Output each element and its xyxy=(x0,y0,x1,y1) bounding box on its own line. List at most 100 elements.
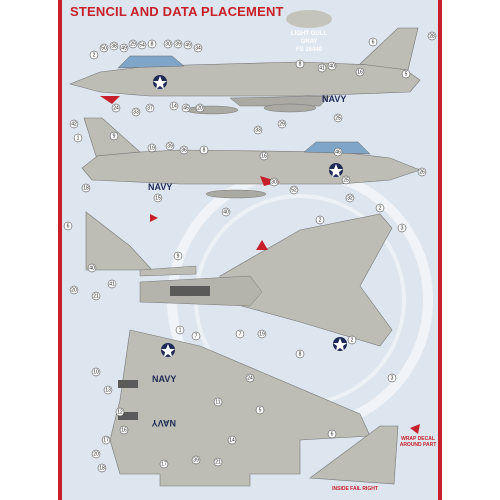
callout-number: 3 xyxy=(391,375,394,381)
callout-marker: 52 xyxy=(289,185,299,195)
callout-number: 2 xyxy=(93,52,96,58)
callout-marker: 26 xyxy=(417,167,427,177)
callout-circle xyxy=(73,133,83,143)
callout-number: 39 xyxy=(193,457,199,463)
callout-number: 20 xyxy=(197,105,203,111)
callout-circle xyxy=(327,61,337,71)
callout-number: 16 xyxy=(261,153,267,159)
callout-circle xyxy=(147,143,157,153)
engine-intake xyxy=(118,412,138,420)
callout-marker: 1 xyxy=(73,133,83,143)
callout-circle xyxy=(295,349,305,359)
insignia-star-icon xyxy=(153,76,167,89)
callout-circle xyxy=(387,373,397,383)
callout-number: 49 xyxy=(185,42,191,48)
callout-marker: 49 xyxy=(183,40,193,50)
callout-number: 50 xyxy=(101,45,107,51)
callout-marker: 15 xyxy=(153,193,163,203)
callout-circle xyxy=(119,425,129,435)
callout-number: 9 xyxy=(177,253,180,259)
callout-marker: 17 xyxy=(159,459,169,469)
callout-marker: 33 xyxy=(131,107,141,117)
callout-number: 14 xyxy=(229,437,235,443)
callout-marker: 20 xyxy=(91,449,101,459)
callout-number: 6 xyxy=(372,39,375,45)
callout-marker: 20 xyxy=(69,285,79,295)
callout-marker: 54 xyxy=(137,40,147,50)
callout-circle xyxy=(355,67,365,77)
callout-number: 17 xyxy=(161,461,167,467)
callout-number: 40 xyxy=(89,265,95,271)
callout-circle xyxy=(259,151,269,161)
callout-marker: 24 xyxy=(245,373,255,383)
inside-tail-fin xyxy=(309,425,399,485)
callout-number: 20 xyxy=(93,451,99,457)
callout-circle xyxy=(137,40,147,50)
callout-marker: 40 xyxy=(87,263,97,273)
fuel-tank xyxy=(205,189,267,199)
callout-number: 24 xyxy=(113,105,119,111)
callout-marker: 6 xyxy=(63,221,73,231)
callout-marker: 32 xyxy=(345,193,355,203)
callout-marker: 45 xyxy=(181,103,191,113)
callout-circle xyxy=(375,203,385,213)
callout-number: 25 xyxy=(335,115,341,121)
callout-circle xyxy=(345,193,355,203)
callout-circle xyxy=(253,125,263,135)
callout-circle xyxy=(199,145,209,155)
swatch-line-3: FS 16440 xyxy=(295,47,323,53)
callout-circle xyxy=(109,131,119,141)
callout-number: 41 xyxy=(109,281,115,287)
callout-number: 24 xyxy=(247,375,253,381)
callout-number: 40 xyxy=(223,209,229,215)
callout-number: 5 xyxy=(259,407,262,413)
callout-circle xyxy=(128,39,138,49)
bottom-view-aircraft xyxy=(139,213,393,351)
callout-number: 6 xyxy=(331,431,334,437)
callout-number: 38 xyxy=(111,43,117,49)
callout-number: 39 xyxy=(175,41,181,47)
callout-circle xyxy=(227,435,237,445)
callout-number: 45 xyxy=(183,105,189,111)
callout-circle xyxy=(213,397,223,407)
swatch-line-2: GRAY xyxy=(300,39,318,45)
callout-marker: 11 xyxy=(213,397,223,407)
callout-number: 16 xyxy=(357,69,363,75)
callout-circle xyxy=(119,43,129,53)
callout-circle xyxy=(103,385,113,395)
callout-number: 29 xyxy=(279,121,285,127)
callout-marker: 36 xyxy=(179,145,189,155)
callout-circle xyxy=(91,367,101,377)
callout-number: 14 xyxy=(171,103,177,109)
callout-circle xyxy=(191,331,201,341)
callout-circle xyxy=(97,463,107,473)
callout-number: 21 xyxy=(93,293,99,299)
callout-marker: 10 xyxy=(91,367,101,377)
callout-number: 18 xyxy=(99,465,105,471)
callout-circle xyxy=(87,263,97,273)
callout-number: 52 xyxy=(291,187,297,193)
arrow-marker-icon xyxy=(150,214,158,222)
callout-marker: 13 xyxy=(103,385,113,395)
callout-circle xyxy=(169,101,179,111)
callout-number: 6 xyxy=(67,223,70,229)
navy-marking: NAVY xyxy=(148,182,172,192)
callout-marker: 18 xyxy=(97,463,107,473)
callout-marker: 9 xyxy=(109,131,119,141)
callout-number: 18 xyxy=(83,185,89,191)
callout-circle xyxy=(245,373,255,383)
callout-marker: 16 xyxy=(119,425,129,435)
callout-number: 15 xyxy=(155,195,161,201)
navy-marking: NAVY xyxy=(152,374,176,384)
callout-circle xyxy=(163,39,173,49)
callout-circle xyxy=(175,325,185,335)
callout-circle xyxy=(257,329,267,339)
callout-circle xyxy=(235,329,245,339)
swatch-line-1: LIGHT GULL xyxy=(291,31,327,37)
callout-marker: 25 xyxy=(333,113,343,123)
callout-marker: 14 xyxy=(169,101,179,111)
callout-number: 29 xyxy=(130,41,136,47)
callout-circle xyxy=(277,119,287,129)
callout-marker: 7 xyxy=(191,331,201,341)
